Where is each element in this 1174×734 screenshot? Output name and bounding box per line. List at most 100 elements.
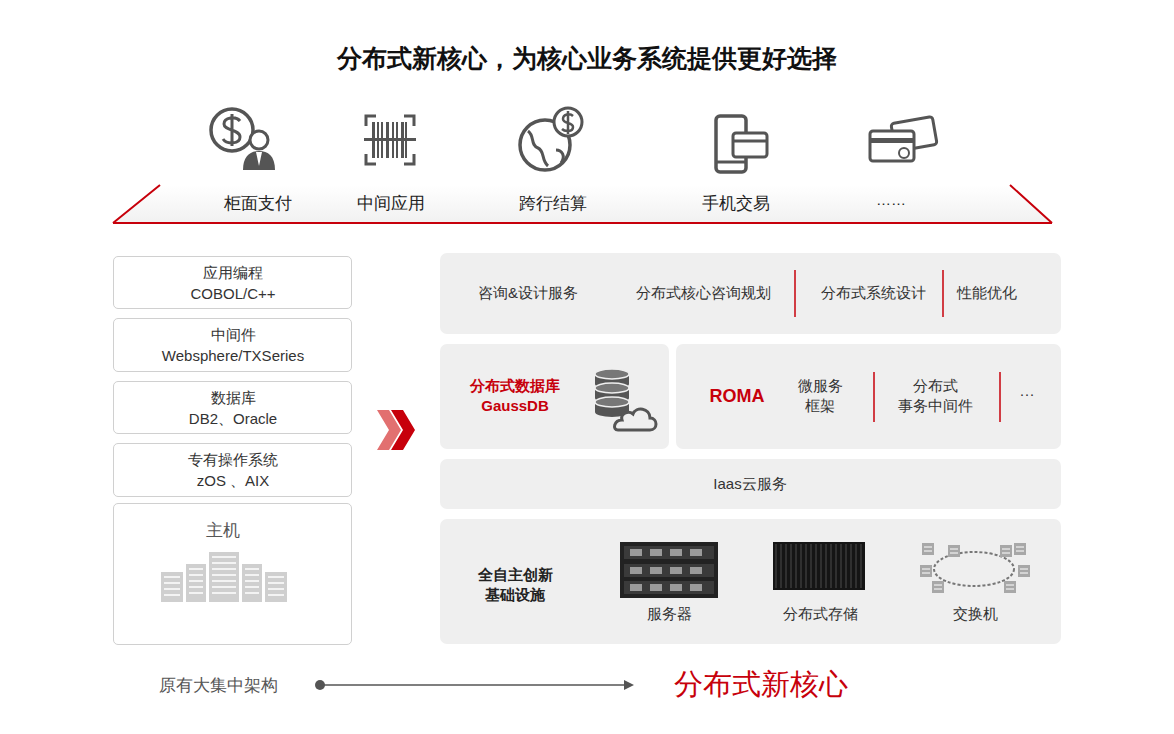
illustration-part <box>948 545 960 557</box>
illustration-part <box>189 580 203 582</box>
illustration-part <box>790 544 792 588</box>
illustration-part <box>795 544 797 588</box>
illustration-part <box>595 369 629 379</box>
illustration-part <box>268 588 284 590</box>
illustration-part <box>1000 545 1012 557</box>
counter-payment-icon <box>211 109 275 170</box>
diagram-title: 分布式新核心，为核心业务系统提供更好选择 <box>337 42 837 75</box>
illustration-part <box>825 544 827 588</box>
illustration-part <box>922 573 930 574</box>
node-text: 交换机 <box>953 604 998 624</box>
illustration-part <box>1002 553 1010 554</box>
node-heading: 专有操作系统 <box>188 450 278 470</box>
illustration-part <box>920 565 932 577</box>
business-label: 手机交易 <box>702 192 770 215</box>
illustration-part <box>164 582 180 584</box>
node-text: 性能优化 <box>957 283 1017 303</box>
illustration-part <box>245 568 259 570</box>
consulting-panel: 咨询&设计服务分布式核心咨询规划分布式系统设计性能优化 <box>440 253 1061 334</box>
illustration-part <box>242 564 262 602</box>
node-text: Websphere/TXSeries <box>162 346 304 366</box>
node-heading: 数据库 <box>211 388 256 408</box>
illustration-part <box>922 543 934 555</box>
business-label: 柜面支付 <box>224 192 292 215</box>
illustration-part <box>815 544 817 588</box>
illustration-part <box>820 544 822 588</box>
illustration-part <box>924 551 932 552</box>
illustration-part <box>860 544 862 588</box>
node-heading: 分布式数据库 GaussDB <box>470 376 560 417</box>
middleware-panel: ROMA微服务 框架分布式 事务中间件··· <box>676 344 1061 449</box>
infrastructure-panel: 全自主创新 基础设施服务器 分布式存储 交换机 <box>440 519 1061 644</box>
database-panel: 分布式数据库 GaussDB <box>440 344 669 449</box>
chevron <box>391 410 415 450</box>
illustration-part <box>845 544 847 588</box>
illustration-part <box>873 372 875 422</box>
node-heading: 中间件 <box>211 325 256 345</box>
illustration-part <box>212 568 236 570</box>
illustration-part <box>245 574 259 576</box>
illustration-part <box>1014 543 1026 555</box>
node-text: 分布式存储 <box>783 604 858 624</box>
illustration-part <box>775 544 777 588</box>
node-illustration <box>440 344 669 449</box>
illustration-part <box>1018 565 1030 577</box>
illustration-part <box>630 567 642 574</box>
illustration-part <box>189 568 203 570</box>
illustration-part <box>785 544 787 588</box>
node-text: 分布式核心咨询规划 <box>636 283 771 303</box>
illustration-part <box>164 588 180 590</box>
illustration-part <box>855 544 857 588</box>
illustration-part <box>932 581 944 593</box>
node-heading: Iaas云服务 <box>713 474 786 494</box>
illustration-part <box>942 270 944 317</box>
illustration-part <box>245 592 259 594</box>
illustration-part <box>1020 569 1028 570</box>
illustration-part <box>189 586 203 588</box>
illustration-part <box>650 567 662 574</box>
illustration-part <box>595 383 629 393</box>
illustration-part <box>670 584 682 591</box>
illustration-part <box>1004 581 1016 593</box>
illustration-part <box>794 270 796 317</box>
illustration-part <box>1016 547 1024 548</box>
illustration-part <box>268 576 284 578</box>
illustration-part <box>212 580 236 582</box>
illustration-part <box>950 553 958 554</box>
node-text: 分布式 事务中间件 <box>898 376 973 417</box>
illustration-part <box>934 585 942 586</box>
node-heading: 主机 <box>206 520 240 543</box>
scene-band <box>113 185 1052 223</box>
illustration-part <box>212 562 236 564</box>
node-text: 分布式系统设计 <box>821 283 926 303</box>
node-heading: 应用编程 <box>203 263 263 283</box>
illustration-part <box>189 574 203 576</box>
layer-box: 应用编程COBOL/C++ <box>113 256 352 309</box>
illustration-part <box>164 594 180 596</box>
illustration-part <box>212 574 236 576</box>
illustration-part <box>624 564 714 577</box>
architecture-label: 原有大集中架构 <box>159 674 278 697</box>
node-text: ··· <box>1020 384 1035 404</box>
node-text: DB2、Oracle <box>189 409 277 429</box>
illustration-part <box>690 567 702 574</box>
illustration-part <box>212 586 236 588</box>
illustration-part <box>630 549 642 556</box>
business-label: 跨行结算 <box>519 192 587 215</box>
node-heading: 全自主创新 基础设施 <box>478 565 553 606</box>
illustration-part <box>810 544 812 588</box>
layer-box: 中间件Websphere/TXSeries <box>113 318 352 372</box>
node-heading: ROMA <box>710 384 765 408</box>
illustration-part <box>630 584 642 591</box>
illustration-part <box>800 544 802 588</box>
barcode-icon <box>364 116 416 164</box>
illustration-part <box>922 569 930 570</box>
node-text: 服务器 <box>647 604 692 624</box>
illustration-part <box>690 549 702 556</box>
illustration-part <box>830 544 832 588</box>
illustration-part <box>620 542 718 598</box>
illustration-part <box>212 556 236 558</box>
illustration-part <box>595 397 629 407</box>
illustration-part <box>1006 585 1014 586</box>
